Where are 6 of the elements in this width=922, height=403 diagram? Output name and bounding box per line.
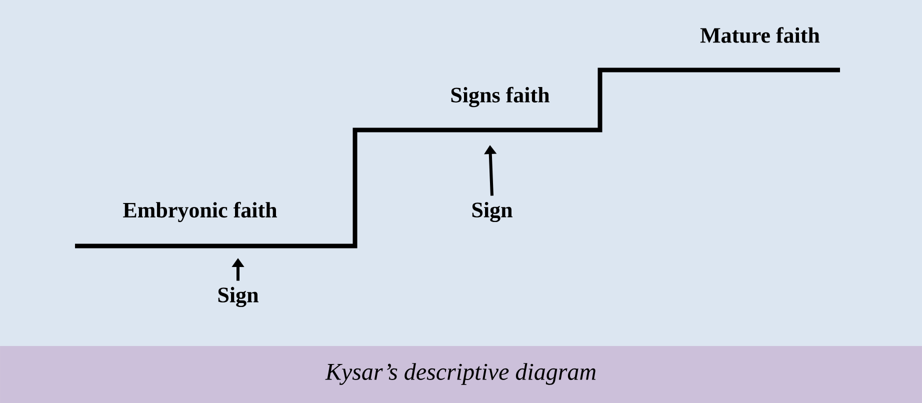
step-label: Mature faith xyxy=(700,27,820,43)
caption-band: Kysar’s descriptive diagram xyxy=(0,346,922,403)
sign-label: Sign xyxy=(472,202,512,222)
step-label: Embryonic faith xyxy=(123,202,277,222)
sign-label: Sign xyxy=(218,286,258,308)
step-label: Signs faith xyxy=(451,86,550,108)
